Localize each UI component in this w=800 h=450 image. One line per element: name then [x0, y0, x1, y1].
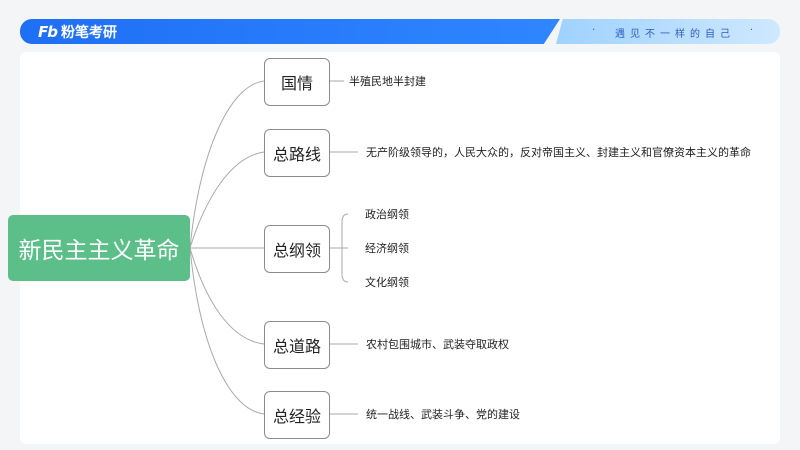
detail-zongjingyan: 统一战线、武装斗争、党的建设 — [366, 408, 520, 421]
slogan-dot-icon: · — [592, 25, 601, 36]
slogan: · 遇见不一样的自己 · — [592, 23, 753, 41]
logo: Fb 粉笔考研 — [38, 21, 117, 42]
detail-political-program: 政治纲领 — [365, 208, 409, 221]
header-banner — [20, 19, 560, 44]
slogan-dot-icon: · — [749, 25, 758, 36]
node-zongjingyan: 总经验 — [264, 391, 330, 439]
node-zongluxian: 总路线 — [264, 129, 330, 177]
detail-zongdaolu: 农村包围城市、武装夺取政权 — [366, 338, 509, 351]
root-node: 新民主主义革命 — [8, 215, 190, 281]
connector-root-zongdaolu — [189, 247, 265, 345]
logo-text: 粉笔考研 — [60, 24, 117, 41]
node-zongdaolu: 总道路 — [264, 321, 330, 369]
connector-root-guoqing — [189, 80, 265, 249]
slogan-text: 遇见不一样的自己 — [615, 28, 735, 40]
connector-root-zongluxian — [189, 151, 265, 249]
detail-economic-program: 经济纲领 — [365, 242, 409, 255]
detail-guoqing: 半殖民地半封建 — [349, 75, 426, 88]
detail-zongluxian: 无产阶级领导的，人民大众的，反对帝国主义、封建主义和官僚资本主义的革命 — [366, 146, 751, 159]
header-slogan-banner — [556, 19, 780, 44]
connector-root-zongjingyan — [189, 247, 265, 415]
detail-cultural-program: 文化纲领 — [365, 276, 409, 289]
node-zonggangling: 总纲领 — [264, 225, 330, 273]
logo-mark: Fb — [38, 22, 58, 41]
node-guoqing: 国情 — [264, 58, 330, 106]
